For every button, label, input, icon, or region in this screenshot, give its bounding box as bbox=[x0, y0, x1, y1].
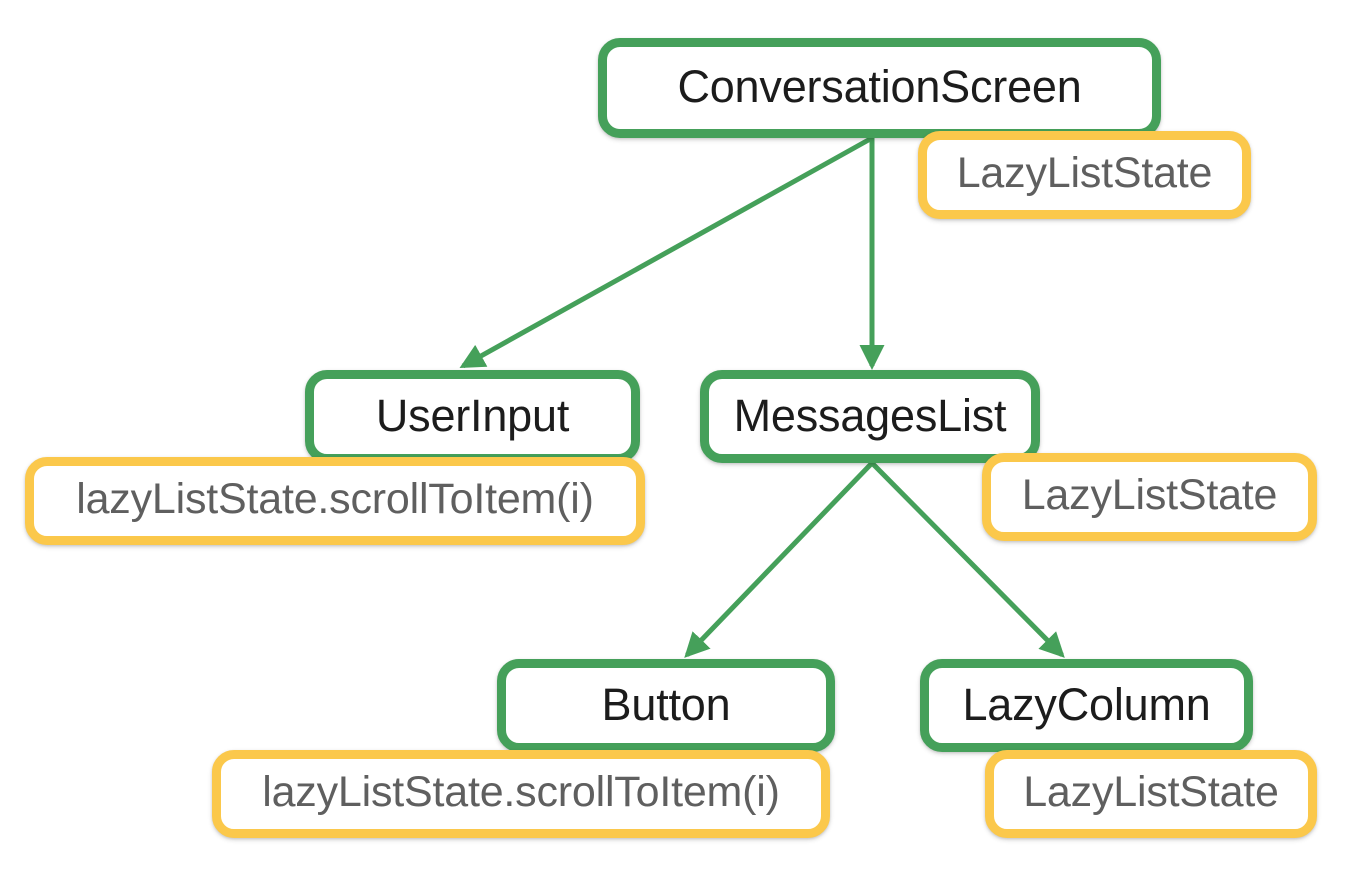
node-button[interactable]: Button bbox=[497, 659, 835, 752]
node-label-conversation-screen-state: LazyListState bbox=[956, 149, 1213, 197]
node-label-lazy-column-state: LazyListState bbox=[1023, 768, 1279, 816]
edge-conversation-to-userinput bbox=[459, 135, 874, 369]
node-user-input[interactable]: UserInput bbox=[305, 370, 640, 463]
node-label-user-input-state: lazyListState.scrollToItem(i) bbox=[76, 475, 594, 523]
node-conversation-screen[interactable]: ConversationScreen bbox=[598, 38, 1161, 138]
node-label-lazy-column: LazyColumn bbox=[962, 678, 1211, 730]
node-messages-list[interactable]: MessagesList bbox=[700, 370, 1040, 463]
node-label-conversation-screen: ConversationScreen bbox=[677, 61, 1082, 112]
edge-messageslist-to-button bbox=[684, 461, 874, 658]
node-label-messages-list: MessagesList bbox=[733, 389, 1007, 441]
node-lazy-column[interactable]: LazyColumn bbox=[920, 659, 1253, 752]
node-button-state[interactable]: lazyListState.scrollToItem(i) bbox=[212, 750, 830, 838]
node-label-button: Button bbox=[601, 678, 731, 730]
node-label-messages-list-state: LazyListState bbox=[1021, 471, 1278, 519]
node-user-input-state[interactable]: lazyListState.scrollToItem(i) bbox=[25, 457, 645, 545]
node-label-user-input: UserInput bbox=[375, 389, 570, 441]
node-conversation-screen-state[interactable]: LazyListState bbox=[918, 131, 1251, 219]
node-lazy-column-state[interactable]: LazyListState bbox=[985, 750, 1317, 838]
node-messages-list-state[interactable]: LazyListState bbox=[982, 453, 1317, 541]
node-label-button-state: lazyListState.scrollToItem(i) bbox=[262, 768, 780, 816]
